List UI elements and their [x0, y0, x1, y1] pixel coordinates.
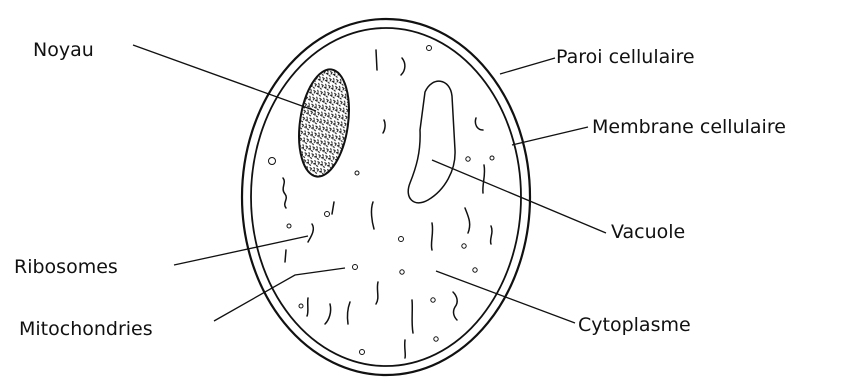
cell-wall — [242, 19, 530, 375]
leader-paroi — [500, 58, 555, 74]
label-ribosomes: Ribosomes — [14, 256, 118, 278]
label-cytoplasme: Cytoplasme — [578, 314, 691, 336]
leader-ribosomes — [174, 236, 308, 265]
cell-membrane — [251, 28, 521, 366]
label-noyau: Noyau — [33, 39, 94, 61]
label-membrane: Membrane cellulaire — [592, 116, 786, 138]
label-paroi: Paroi cellulaire — [556, 46, 695, 68]
vacuole — [408, 81, 455, 203]
ribosomes-group — [269, 46, 495, 355]
label-mitochondries: Mitochondries — [19, 318, 153, 340]
leader-noyau — [133, 45, 316, 111]
leader-mitochondries — [214, 268, 345, 321]
nucleus — [293, 66, 356, 180]
leader-membrane — [512, 127, 588, 145]
label-vacuole: Vacuole — [611, 221, 685, 243]
